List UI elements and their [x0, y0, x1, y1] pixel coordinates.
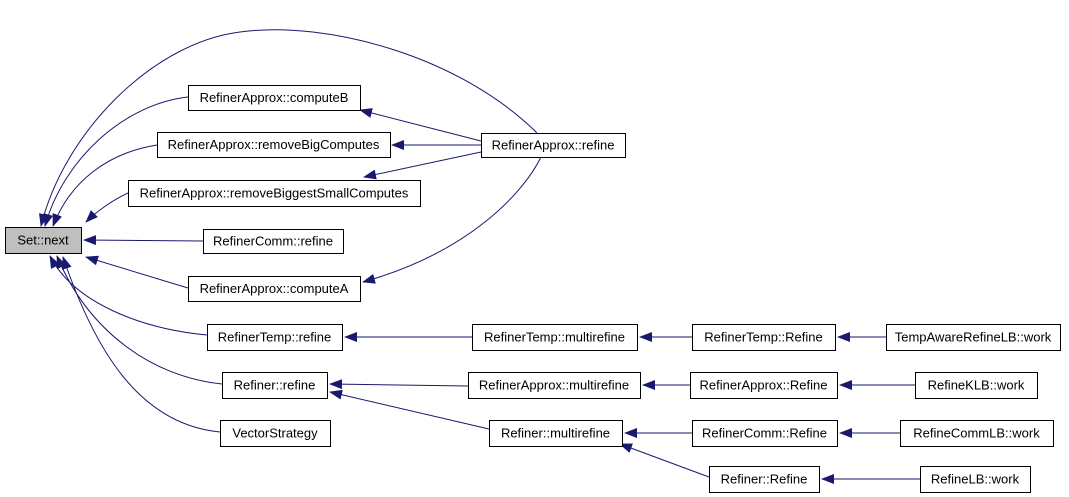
- edge-refinerapprox-refine--set-next: [39, 29, 538, 227]
- edge-refinerapprox-computeb--set-next: [43, 96, 189, 227]
- node-refinertemp-refine[interactable]: RefinerTemp::refine: [207, 324, 343, 351]
- edge-refinerapprox-refine--refinerapprox-removebiggestsmallcomputes: [363, 151, 482, 180]
- edge-refinercomm-refine--set-next: [83, 235, 204, 246]
- node-refinerapprox-computeb[interactable]: RefinerApprox::computeB: [188, 85, 361, 111]
- node-box: [468, 372, 641, 399]
- node-label: RefinerApprox::removeBigComputes: [168, 137, 380, 152]
- node-vectorstrategy[interactable]: VectorStrategy: [220, 420, 331, 447]
- node-box: [128, 180, 421, 207]
- node-label: Refiner::Refine: [721, 472, 808, 487]
- node-box: [472, 324, 638, 351]
- node-label: RefinerApprox::computeA: [200, 281, 349, 296]
- node-refinerapprox-refine-cap[interactable]: RefinerApprox::Refine: [690, 372, 838, 399]
- node-box: [481, 133, 626, 158]
- node-refinerapprox-removebiggestsmallcomputes[interactable]: RefinerApprox::removeBiggestSmallCompute…: [128, 180, 421, 207]
- node-label: TempAwareRefineLB::work: [895, 330, 1052, 345]
- node-box: [5, 227, 82, 254]
- node-label: Set::next: [17, 233, 69, 248]
- nodes-layer: Set::next RefinerApprox::computeBRefinerA…: [5, 85, 1061, 493]
- node-label: RefinerApprox::computeB: [200, 90, 349, 105]
- node-box: [203, 229, 344, 254]
- node-tempawarerefinelb-work[interactable]: TempAwareRefineLB::work: [886, 324, 1061, 351]
- node-label: RefineCommLB::work: [913, 426, 1040, 441]
- node-label: RefinerApprox::removeBiggestSmallCompute…: [140, 186, 409, 201]
- edge-refinerapprox-removebiggestsmallcomputes--set-next: [85, 192, 129, 223]
- node-label: RefinerTemp::multirefine: [484, 330, 625, 345]
- node-box: [692, 324, 836, 351]
- node-refinertemp-multirefine[interactable]: RefinerTemp::multirefine: [472, 324, 638, 351]
- node-box: [489, 420, 623, 447]
- node-refiner-refine-cap[interactable]: Refiner::Refine: [709, 466, 820, 493]
- edge-refiner-refine--set-next: [56, 255, 223, 385]
- node-box: [886, 324, 1061, 351]
- node-box: [220, 420, 331, 447]
- node-refineklb-work[interactable]: RefineKLB::work: [915, 372, 1038, 399]
- node-label: RefineLB::work: [931, 472, 1020, 487]
- node-refiner-multirefine[interactable]: Refiner::multirefine: [489, 420, 623, 447]
- node-refinerapprox-removebigcomputes[interactable]: RefinerApprox::removeBigComputes: [157, 132, 391, 158]
- node-box: [157, 132, 391, 158]
- edge-vectorstrategy--set-next: [62, 256, 221, 433]
- node-box: [709, 466, 820, 493]
- edge-refiner-refine-cap--refiner-multirefine: [619, 443, 710, 478]
- node-refinerapprox-computea[interactable]: RefinerApprox::computeA: [188, 276, 361, 302]
- node-box: [207, 324, 343, 351]
- edge-refinerapprox-computea--set-next: [85, 255, 189, 289]
- node-label: RefinerApprox::refine: [492, 138, 615, 153]
- node-box: [920, 466, 1031, 493]
- edge-refiner-multirefine--refiner-refine: [329, 389, 490, 430]
- edge-refinertemp-refine--set-next: [49, 255, 208, 336]
- node-box: [692, 420, 838, 447]
- node-box: [222, 372, 328, 399]
- node-box: [690, 372, 838, 399]
- node-label: VectorStrategy: [232, 426, 318, 441]
- node-box: [915, 372, 1038, 399]
- node-label: RefinerTemp::Refine: [704, 330, 823, 345]
- node-refinecommlb-work[interactable]: RefineCommLB::work: [900, 420, 1054, 447]
- node-label: RefinerTemp::refine: [218, 330, 331, 345]
- node-box: [188, 85, 361, 111]
- edge-refinerapprox-multirefine--refiner-refine: [329, 379, 469, 390]
- edge-refinerapprox-refine--refinerapprox-computea: [362, 156, 542, 284]
- node-refinercomm-refine[interactable]: RefinerComm::refine: [203, 229, 344, 254]
- node-label: RefinerComm::refine: [213, 234, 333, 249]
- node-label: RefineKLB::work: [928, 378, 1025, 393]
- node-set-next[interactable]: Set::next: [5, 227, 82, 254]
- edges-layer: [39, 29, 920, 484]
- node-refinercomm-refine-cap[interactable]: RefinerComm::Refine: [692, 420, 838, 447]
- edge-refinerapprox-removebigcomputes--set-next: [52, 144, 158, 227]
- node-refinerapprox-multirefine[interactable]: RefinerApprox::multirefine: [468, 372, 641, 399]
- node-refinerapprox-refine[interactable]: RefinerApprox::refine: [481, 133, 626, 158]
- node-refinelb-work[interactable]: RefineLB::work: [920, 466, 1031, 493]
- node-label: RefinerApprox::Refine: [700, 378, 828, 393]
- node-box: [188, 276, 361, 302]
- node-label: RefinerComm::Refine: [702, 426, 827, 441]
- node-label: RefinerApprox::multirefine: [479, 378, 629, 393]
- node-refinertemp-refine-cap[interactable]: RefinerTemp::Refine: [692, 324, 836, 351]
- node-label: Refiner::refine: [234, 378, 316, 393]
- node-refiner-refine[interactable]: Refiner::refine: [222, 372, 328, 399]
- node-box: [900, 420, 1054, 447]
- node-label: Refiner::multirefine: [501, 426, 610, 441]
- edge-refinerapprox-refine--refinerapprox-computeb: [359, 108, 482, 142]
